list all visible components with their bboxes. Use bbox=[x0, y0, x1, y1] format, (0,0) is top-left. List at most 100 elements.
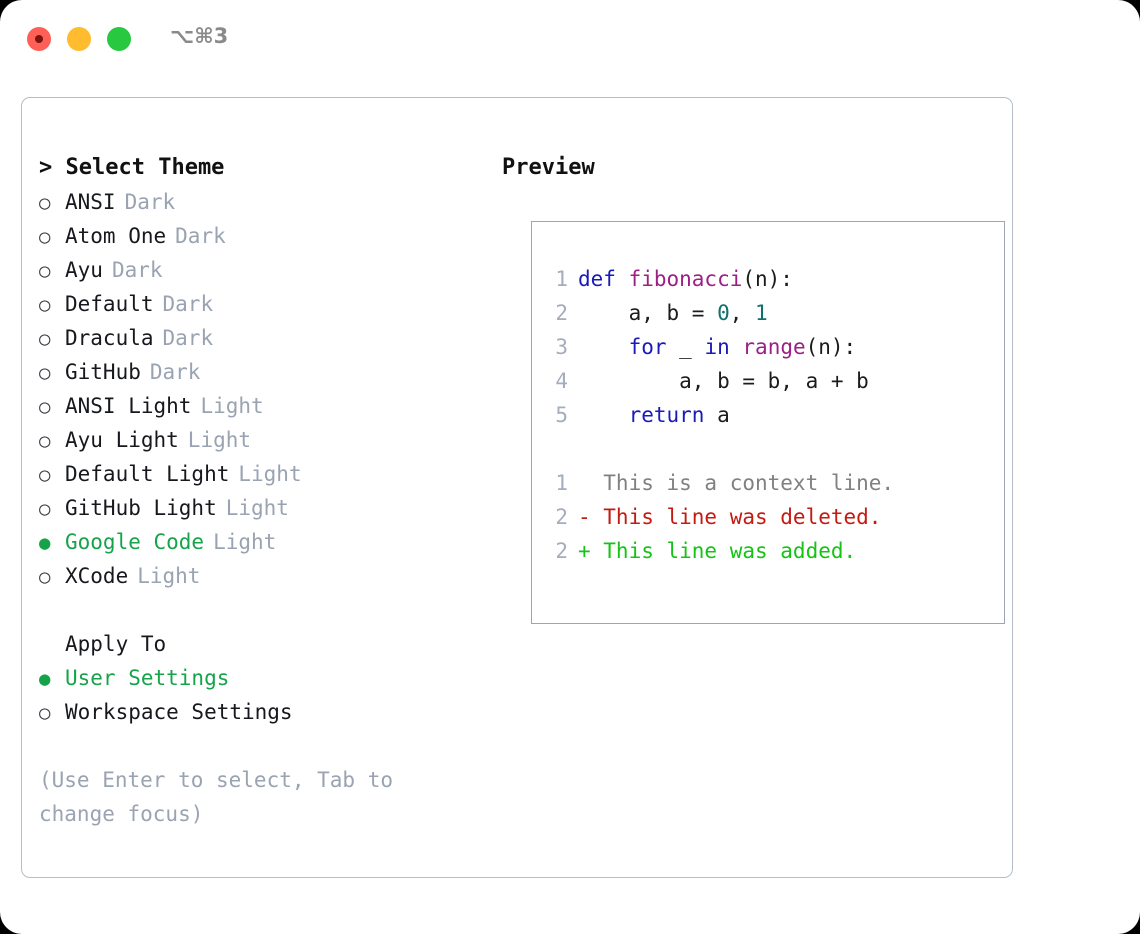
radio-unselected-icon[interactable]: ○ bbox=[39, 430, 51, 452]
window-shortcut-label: ⌥⌘3 bbox=[170, 24, 229, 48]
apply-to-group: Apply To ●User Settings ○ Workspace Settin… bbox=[39, 627, 479, 729]
code-token-plain: _ bbox=[666, 335, 705, 359]
code-token-num: 0 bbox=[717, 301, 730, 325]
select-theme-header: > Select Theme bbox=[39, 155, 225, 180]
theme-name-label: Default bbox=[65, 292, 154, 316]
close-button[interactable] bbox=[27, 27, 51, 51]
radio-unselected-icon[interactable]: ○ bbox=[39, 566, 51, 588]
code-token-plain bbox=[578, 335, 629, 359]
code-token-plain bbox=[730, 335, 743, 359]
theme-kind-label: Light bbox=[137, 564, 201, 588]
code-line: 5 return a bbox=[532, 398, 1004, 432]
theme-option-row[interactable]: ○ Ayu Light Light bbox=[39, 423, 479, 457]
radio-unselected-icon[interactable]: ○ bbox=[39, 396, 51, 418]
radio-unselected-icon[interactable]: ○ bbox=[39, 192, 51, 214]
theme-kind-label: Light bbox=[213, 530, 277, 554]
theme-name-label: GitHub Light bbox=[65, 496, 217, 520]
code-line-number: 1 bbox=[555, 267, 568, 291]
code-token-plain: a, b = bbox=[578, 301, 718, 325]
code-line-text: a, b = 0, 1 bbox=[578, 296, 768, 330]
maximize-button[interactable] bbox=[107, 27, 131, 51]
radio-unselected-icon[interactable]: ○ bbox=[39, 702, 51, 724]
theme-name-label: Ayu bbox=[65, 258, 103, 282]
radio-unselected-icon[interactable]: ○ bbox=[39, 260, 51, 282]
diff-line-number: 2 bbox=[555, 539, 568, 563]
code-token-fn: range bbox=[742, 335, 806, 359]
theme-kind-label: Light bbox=[238, 462, 302, 486]
keyboard-hint-text: (Use Enter to select, Tab to change focu… bbox=[39, 768, 394, 826]
apply-to-label: Apply To bbox=[65, 632, 167, 656]
preview-header: Preview bbox=[502, 155, 595, 180]
theme-option-row[interactable]: ○ Default Light Light bbox=[39, 457, 479, 491]
code-token-fn: fibonacci bbox=[628, 267, 743, 291]
theme-option-row[interactable]: ○ Default Dark bbox=[39, 287, 479, 321]
theme-option-row[interactable]: ○ GitHub Light Light bbox=[39, 491, 479, 525]
radio-selected-icon[interactable]: ● bbox=[39, 532, 51, 554]
code-line-number: 4 bbox=[555, 369, 568, 393]
theme-name-label: XCode bbox=[65, 564, 129, 588]
radio-unselected-icon[interactable]: ○ bbox=[39, 464, 51, 486]
code-line: 3 for _ in range(n): bbox=[532, 330, 1004, 364]
code-token-kw: for bbox=[628, 335, 667, 359]
diff-line: 1 This is a context line. bbox=[532, 466, 1004, 500]
theme-name-label: Atom One bbox=[65, 224, 167, 248]
theme-option-row[interactable]: ○ Ayu Dark bbox=[39, 253, 479, 287]
theme-name-label: Default Light bbox=[65, 462, 230, 486]
apply-to-name-label: Workspace Settings bbox=[65, 700, 293, 724]
apply-to-option-row[interactable]: ●User Settings bbox=[39, 661, 479, 695]
theme-kind-label: Light bbox=[187, 428, 252, 452]
code-diff-spacer bbox=[532, 432, 1004, 466]
theme-kind-label: Dark bbox=[149, 360, 201, 384]
code-token-plain: , bbox=[729, 301, 756, 325]
theme-name-label: Dracula bbox=[65, 326, 154, 350]
diff-line-text: This is a context line. bbox=[578, 471, 895, 495]
code-token-plain: a bbox=[704, 403, 730, 427]
code-line-text: def fibonacci(n): bbox=[578, 262, 793, 296]
code-line-number: 2 bbox=[555, 301, 568, 325]
code-token-plain: (n): bbox=[742, 267, 793, 291]
radio-unselected-icon[interactable]: ○ bbox=[39, 328, 51, 350]
diff-line: 2+ This line was added. bbox=[532, 534, 1004, 568]
code-line-number: 5 bbox=[555, 403, 568, 427]
minimize-button[interactable] bbox=[67, 27, 91, 51]
theme-name-label: GitHub bbox=[65, 360, 141, 384]
code-token-kw: in bbox=[704, 335, 730, 359]
diff-sample: 1 This is a context line. 2 - This line wa… bbox=[532, 466, 1004, 568]
code-line-text: a, b = b, a + b bbox=[578, 364, 869, 398]
code-line: 4 a, b = b, a + b bbox=[532, 364, 1004, 398]
theme-kind-label: Dark bbox=[162, 292, 214, 316]
radio-selected-icon[interactable]: ● bbox=[39, 668, 51, 690]
theme-kind-label: Dark bbox=[175, 224, 226, 248]
theme-kind-label: Dark bbox=[111, 258, 163, 282]
code-token-num: 1 bbox=[755, 301, 768, 325]
theme-name-label: Ayu Light bbox=[65, 428, 179, 452]
theme-option-row[interactable]: ○ XCode Light bbox=[39, 559, 479, 593]
code-line-number: 3 bbox=[555, 335, 568, 359]
radio-unselected-icon[interactable]: ○ bbox=[39, 294, 51, 316]
theme-name-label: ANSI bbox=[65, 190, 116, 214]
window-titlebar: ⌥⌘3 bbox=[0, 0, 1140, 78]
theme-kind-label: Light bbox=[200, 394, 264, 418]
diff-line-text: - This line was deleted. bbox=[578, 505, 882, 529]
theme-option-row[interactable]: ○ GitHub Dark bbox=[39, 355, 479, 389]
radio-unselected-icon[interactable]: ○ bbox=[39, 362, 51, 384]
diff-line-number: 1 bbox=[555, 471, 568, 495]
theme-kind-label: Light bbox=[225, 496, 289, 520]
theme-option-row[interactable]: ○ Atom One Dark bbox=[39, 219, 479, 253]
radio-unselected-icon[interactable]: ○ bbox=[39, 226, 51, 248]
code-line: 2 a, b = 0, 1 bbox=[532, 296, 1004, 330]
radio-unselected-icon[interactable]: ○ bbox=[39, 498, 51, 520]
apply-to-list[interactable]: ●User Settings ○ Workspace Settings bbox=[39, 661, 479, 729]
apply-to-option-row[interactable]: ○ Workspace Settings bbox=[39, 695, 479, 729]
